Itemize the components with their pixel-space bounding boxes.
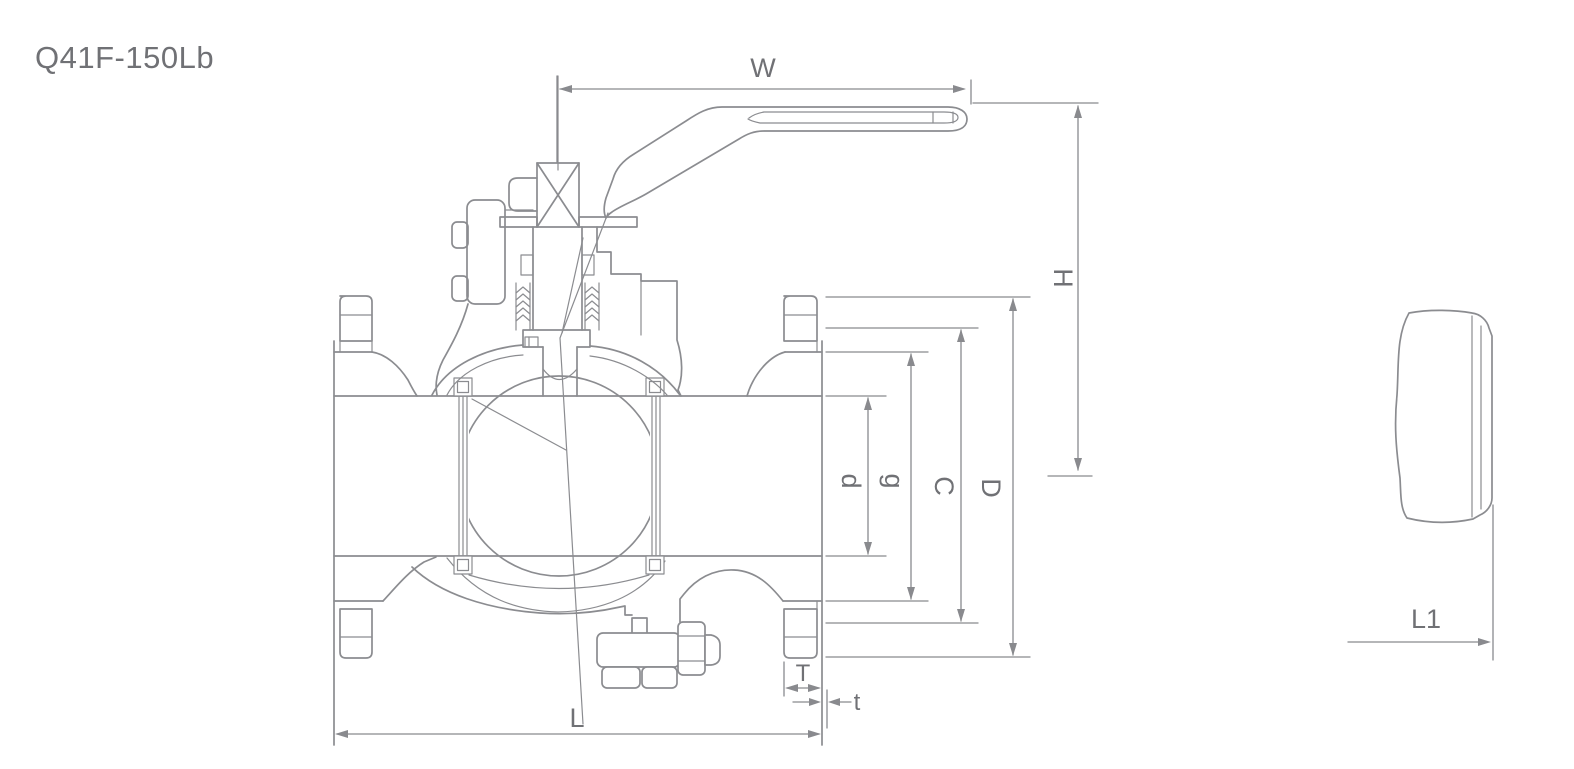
seat-rings [453, 377, 665, 575]
drain-tab-right [641, 666, 678, 689]
seat-retainer-bottom-right [645, 555, 665, 575]
handle-inner-lines [747, 111, 959, 124]
dimension-g: g [825, 351, 929, 602]
ball-circle [458, 375, 660, 577]
handle [603, 106, 968, 219]
seat-retainer-top-left [453, 377, 473, 397]
dimension-t-flange: T [783, 660, 821, 697]
flange-rim-bottom-left [339, 608, 373, 659]
side-view: L1 [1347, 309, 1494, 661]
stem-trunnion [542, 346, 578, 397]
dim-label-l1: L1 [1411, 604, 1441, 634]
body-hub-outline [333, 351, 823, 602]
dimension-c: C [825, 327, 979, 624]
dim-label-w: W [750, 53, 776, 83]
side-flange-outline [1394, 309, 1493, 524]
packing-chevrons-left [515, 282, 531, 331]
drain-plug-assembly [596, 617, 721, 689]
flanges [333, 295, 823, 746]
dimension-w: W [556, 53, 972, 163]
body-bottom-dome [411, 557, 784, 623]
bonnet-and-dome [431, 226, 683, 397]
dimension-h: H [972, 102, 1099, 477]
yoke-bracket [466, 199, 506, 305]
dim-label-t-face: t [854, 689, 861, 716]
dim-label-d-od: D [976, 478, 1006, 498]
neck-right [596, 226, 683, 397]
gland-nut-cross [536, 162, 580, 228]
bonnet-flange [522, 329, 591, 348]
dimension-d: d [825, 395, 887, 557]
bonnet-gasket [524, 336, 539, 348]
drain-hex-nut [677, 621, 706, 676]
stop-plate-right [578, 216, 638, 228]
seat-retainer-bottom-left [453, 555, 473, 575]
dim-label-l: L [569, 703, 584, 733]
seat-retainer-top-right [645, 377, 665, 397]
yoke-tab-upper [451, 221, 469, 249]
main-view [333, 75, 968, 746]
stem-assembly [451, 75, 638, 331]
dimension-l: L [335, 703, 821, 738]
drawing-title: Q41F-150Lb [35, 40, 215, 75]
drain-tab-left [601, 666, 641, 689]
dimension-d-od: D [825, 296, 1031, 658]
body-bore-lines [333, 395, 823, 557]
yoke-tab-lower [451, 275, 469, 302]
flange-rim-top-right [783, 295, 818, 342]
dim-label-g: g [879, 473, 909, 488]
dim-label-t-flange: T [796, 660, 811, 687]
packing-chevrons-right [584, 282, 600, 331]
gland-nut-box [536, 162, 580, 228]
drain-body-block [596, 632, 681, 668]
stop-plate-left [499, 216, 538, 228]
dim-label-d: d [836, 473, 866, 488]
flange-rim-bottom-right [783, 608, 818, 659]
dimension-l1: L1 [1347, 504, 1494, 661]
drain-connector [631, 617, 648, 635]
dim-label-h: H [1048, 268, 1078, 288]
flange-rim-top-left [339, 295, 373, 342]
handle-outline [603, 106, 968, 219]
dimension-t-face: t [792, 689, 861, 729]
neck-left [435, 303, 469, 396]
stem-cap-left [508, 177, 538, 212]
leader-lines [471, 212, 609, 725]
drain-tip [704, 634, 721, 666]
dim-label-c: C [929, 476, 959, 496]
dimensions: W H d [335, 53, 1099, 738]
